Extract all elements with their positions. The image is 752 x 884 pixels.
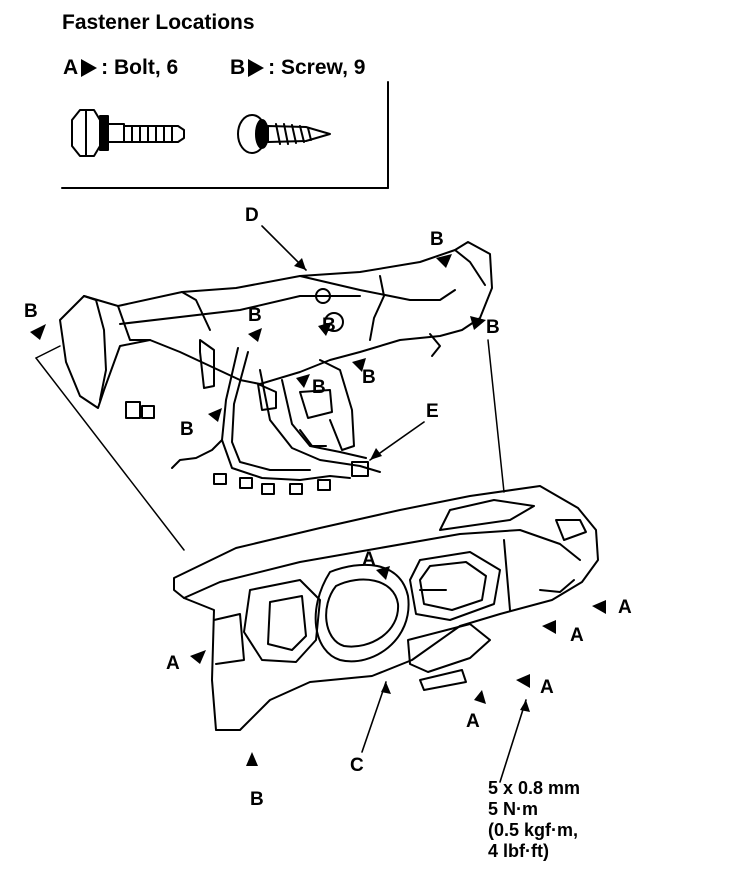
diagram-title: Fastener Locations xyxy=(62,11,255,34)
legend-arrow-icon xyxy=(81,58,98,77)
marker-a-left xyxy=(190,650,206,664)
marker-a-right-2 xyxy=(542,620,556,634)
callout-b-stalk: B xyxy=(362,367,376,388)
callout-c: C xyxy=(350,755,364,776)
callout-d: D xyxy=(245,205,259,226)
marker-a-bottom xyxy=(474,690,486,704)
leader-line-left xyxy=(35,357,185,551)
callout-e: E xyxy=(426,401,439,422)
callout-b-bottom: B xyxy=(250,789,264,810)
marker-b-stalk xyxy=(352,358,366,372)
marker-a-center xyxy=(376,566,390,580)
legend-arrow-icon xyxy=(248,58,265,77)
dashboard-panel xyxy=(173,485,599,731)
screw-icon xyxy=(237,114,331,154)
legend-desc-bolt: : Bolt, 6 xyxy=(101,56,179,79)
legend-item-screw: B : Screw, 9 xyxy=(230,57,365,78)
callout-a-right-2: A xyxy=(570,625,584,646)
leader-line-left-top xyxy=(35,345,61,359)
leader-line-right xyxy=(487,339,505,493)
arrow-c xyxy=(361,681,387,753)
spec-torque-lbf: 4 lbf·ft) xyxy=(488,841,549,861)
wire-harness xyxy=(171,347,381,495)
callout-a-right-1: A xyxy=(618,597,632,618)
callout-b-mid: B xyxy=(322,315,336,336)
marker-b-top-right xyxy=(436,254,452,268)
fastener-markers xyxy=(30,254,606,766)
marker-b-center xyxy=(248,328,262,342)
dashboard-frame xyxy=(59,241,493,451)
arrowhead-d xyxy=(294,258,306,270)
marker-b-mid xyxy=(318,322,332,336)
leader-lines xyxy=(35,339,505,551)
arrowhead-c xyxy=(381,682,391,694)
arrowheads xyxy=(294,258,530,712)
callout-a-left: A xyxy=(166,653,180,674)
callout-b-right: B xyxy=(486,317,500,338)
marker-b-right xyxy=(470,316,486,330)
legend-letter-a: A xyxy=(63,56,79,79)
marker-a-right-3 xyxy=(516,674,530,688)
spec-torque-kgf: (0.5 kgf·m, xyxy=(488,820,579,840)
callout-b-center: B xyxy=(248,305,262,326)
callout-b-top-right: B xyxy=(430,229,444,250)
arrow-spec xyxy=(499,699,527,783)
spec-block: 5 x 0.8 mm 5 N·m (0.5 kgf·m, 4 lbf·ft) xyxy=(488,778,580,862)
marker-b-bottom xyxy=(246,752,258,766)
marker-b-left xyxy=(30,324,46,340)
spec-size: 5 x 0.8 mm xyxy=(488,778,581,798)
callout-a-bottom: A xyxy=(466,711,480,732)
arrowhead-spec xyxy=(520,700,530,712)
marker-a-right-1 xyxy=(592,600,606,614)
callout-arrows xyxy=(261,225,527,783)
legend-item-bolt: A : Bolt, 6 xyxy=(63,57,178,78)
callout-b-low: B xyxy=(312,377,326,398)
callout-b-left: B xyxy=(24,301,38,322)
marker-b-low xyxy=(296,374,310,388)
marker-b-harness xyxy=(208,408,222,422)
callout-a-right-3: A xyxy=(540,677,554,698)
callout-a-center: A xyxy=(362,549,376,570)
spec-torque-nm: 5 N·m xyxy=(488,799,539,819)
legend-desc-screw: : Screw, 9 xyxy=(268,56,366,79)
bolt-icon xyxy=(71,109,185,157)
arrowhead-e xyxy=(370,448,382,460)
legend-letter-b: B xyxy=(230,56,246,79)
callout-b-harness: B xyxy=(180,419,194,440)
